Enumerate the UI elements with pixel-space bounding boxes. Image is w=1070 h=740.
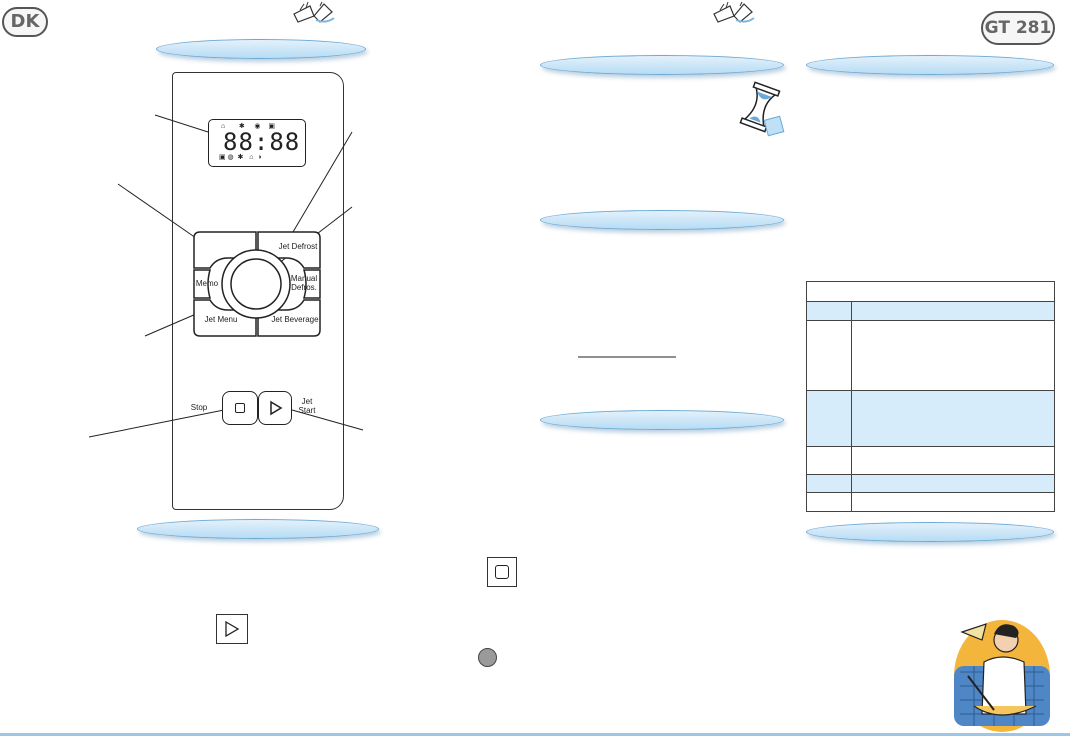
play-icon xyxy=(216,614,248,644)
memo-button[interactable]: Memo xyxy=(195,279,219,288)
stop-icon xyxy=(235,403,245,413)
start-label: Jet Start xyxy=(298,397,316,415)
lcd-display: ⌂ ✱ ◉ ▣ 88:88 ▣ ◍ ✱ ⌂ ◑ xyxy=(208,119,306,167)
circle-icon xyxy=(478,648,497,667)
section-heading-bar xyxy=(540,55,784,75)
table-row-divider xyxy=(807,301,1054,302)
stop-button[interactable] xyxy=(222,391,258,425)
section-heading-bar xyxy=(806,522,1054,542)
table-row-divider xyxy=(807,474,1054,475)
button-cluster xyxy=(193,231,321,337)
table-highlight-row xyxy=(807,301,1054,320)
start-button[interactable] xyxy=(258,391,292,425)
table-row-divider xyxy=(807,320,1054,321)
stop-label: Stop xyxy=(190,403,208,412)
section-heading-bar xyxy=(540,410,784,430)
table-column-divider xyxy=(851,301,852,511)
table-highlight-row xyxy=(807,390,1054,446)
book-icon xyxy=(293,1,335,23)
footer-rule xyxy=(0,733,1070,736)
table-highlight-row xyxy=(807,474,1054,492)
info-table xyxy=(806,281,1055,512)
jet-menu-button[interactable]: Jet Menu xyxy=(204,315,238,324)
table-row-divider xyxy=(807,492,1054,493)
display-digits: 88:88 xyxy=(223,128,301,156)
section-heading-bar xyxy=(156,39,366,59)
section-heading-bar xyxy=(806,55,1054,75)
rotary-dial[interactable] xyxy=(232,259,282,309)
section-heading-bar xyxy=(137,519,379,539)
hourglass-icon xyxy=(739,81,785,137)
book-icon xyxy=(713,1,755,23)
section-heading-bar xyxy=(540,210,784,230)
country-badge: DK xyxy=(2,7,48,37)
table-row-divider xyxy=(807,390,1054,391)
jet-beverage-button[interactable]: Jet Beverage xyxy=(271,315,319,324)
model-badge: GT 281 xyxy=(981,11,1055,45)
display-indicator-icons: ▣ ◍ ✱ ⌂ ◑ xyxy=(219,154,262,161)
chef-illustration xyxy=(954,620,1050,732)
table-row-divider xyxy=(807,446,1054,447)
display-indicator-icons: ⌂ ✱ ◉ ▣ xyxy=(221,123,275,130)
play-icon xyxy=(270,400,283,416)
stop-icon xyxy=(487,557,517,587)
jet-defrost-button[interactable]: Jet Defrost xyxy=(278,242,318,251)
manual-defrost-button[interactable]: Manual Defros. xyxy=(290,274,318,292)
